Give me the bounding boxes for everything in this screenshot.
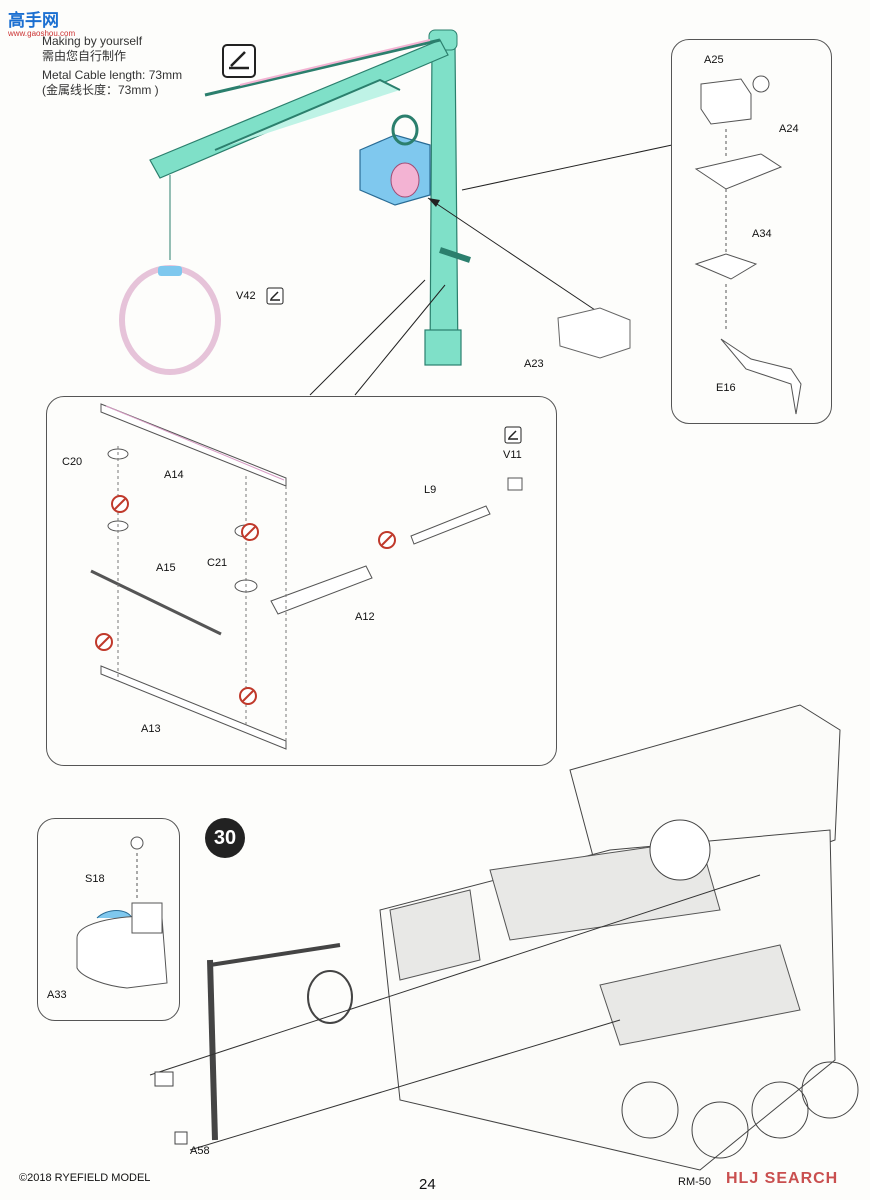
label-a34: A34 (752, 228, 772, 240)
site-watermark: 高手网 www.gaoshou.com (8, 6, 75, 38)
label-a23: A23 (524, 358, 544, 370)
no-glue-icon (95, 633, 113, 651)
cable-length-cn: (金属线长度：73mm ) (42, 83, 159, 97)
crane-assembly (119, 29, 673, 396)
label-a33: A33 (47, 989, 67, 1001)
making-yourself-en: Making by yourself (42, 34, 143, 48)
site-watermark-url: www.gaoshou.com (8, 29, 76, 38)
no-glue-icon (378, 531, 396, 549)
page-number: 24 (419, 1176, 436, 1193)
label-a24: A24 (779, 123, 799, 135)
label-a15: A15 (156, 562, 176, 574)
label-v42: V42 (236, 290, 256, 302)
cable-length-en: Metal Cable length: 73mm (42, 68, 183, 82)
label-a25: A25 (704, 54, 724, 66)
winch-parts-diagram (694, 75, 802, 415)
label-s18: S18 (85, 873, 105, 885)
label-v11: V11 (503, 449, 522, 461)
bracket-diagram (76, 836, 168, 989)
label-a14: A14 (164, 469, 184, 481)
checkmark-box-icon (504, 426, 522, 444)
no-glue-icon (241, 523, 259, 541)
instruction-notes: Making by yourself 需由您自行制作 Metal Cable l… (42, 34, 182, 98)
label-a58: A58 (190, 1145, 210, 1157)
footer-copyright: ©2018 RYEFIELD MODEL (19, 1172, 151, 1184)
label-a12: A12 (355, 611, 375, 623)
search-watermark: HLJ SEARCH (726, 1170, 839, 1187)
no-glue-icon (111, 495, 129, 513)
detail-panel-boom-parts (46, 396, 557, 766)
footer-model-code: RM-50 (678, 1176, 712, 1188)
checkmark-box-icon (266, 287, 284, 305)
checkmark-box-icon (222, 44, 256, 78)
making-yourself-cn: 需由您自行制作 (42, 49, 127, 63)
label-a13: A13 (141, 723, 161, 735)
label-e16: E16 (716, 382, 736, 394)
no-glue-icon (239, 687, 257, 705)
boom-parts-diagram (90, 403, 523, 750)
site-watermark-logo: 高手网 (8, 11, 59, 30)
step-number: 30 (205, 818, 245, 858)
label-c20: C20 (62, 456, 83, 468)
tank-hull-drawing (149, 704, 859, 1171)
label-c21: C21 (207, 557, 228, 569)
label-l9: L9 (424, 484, 437, 496)
